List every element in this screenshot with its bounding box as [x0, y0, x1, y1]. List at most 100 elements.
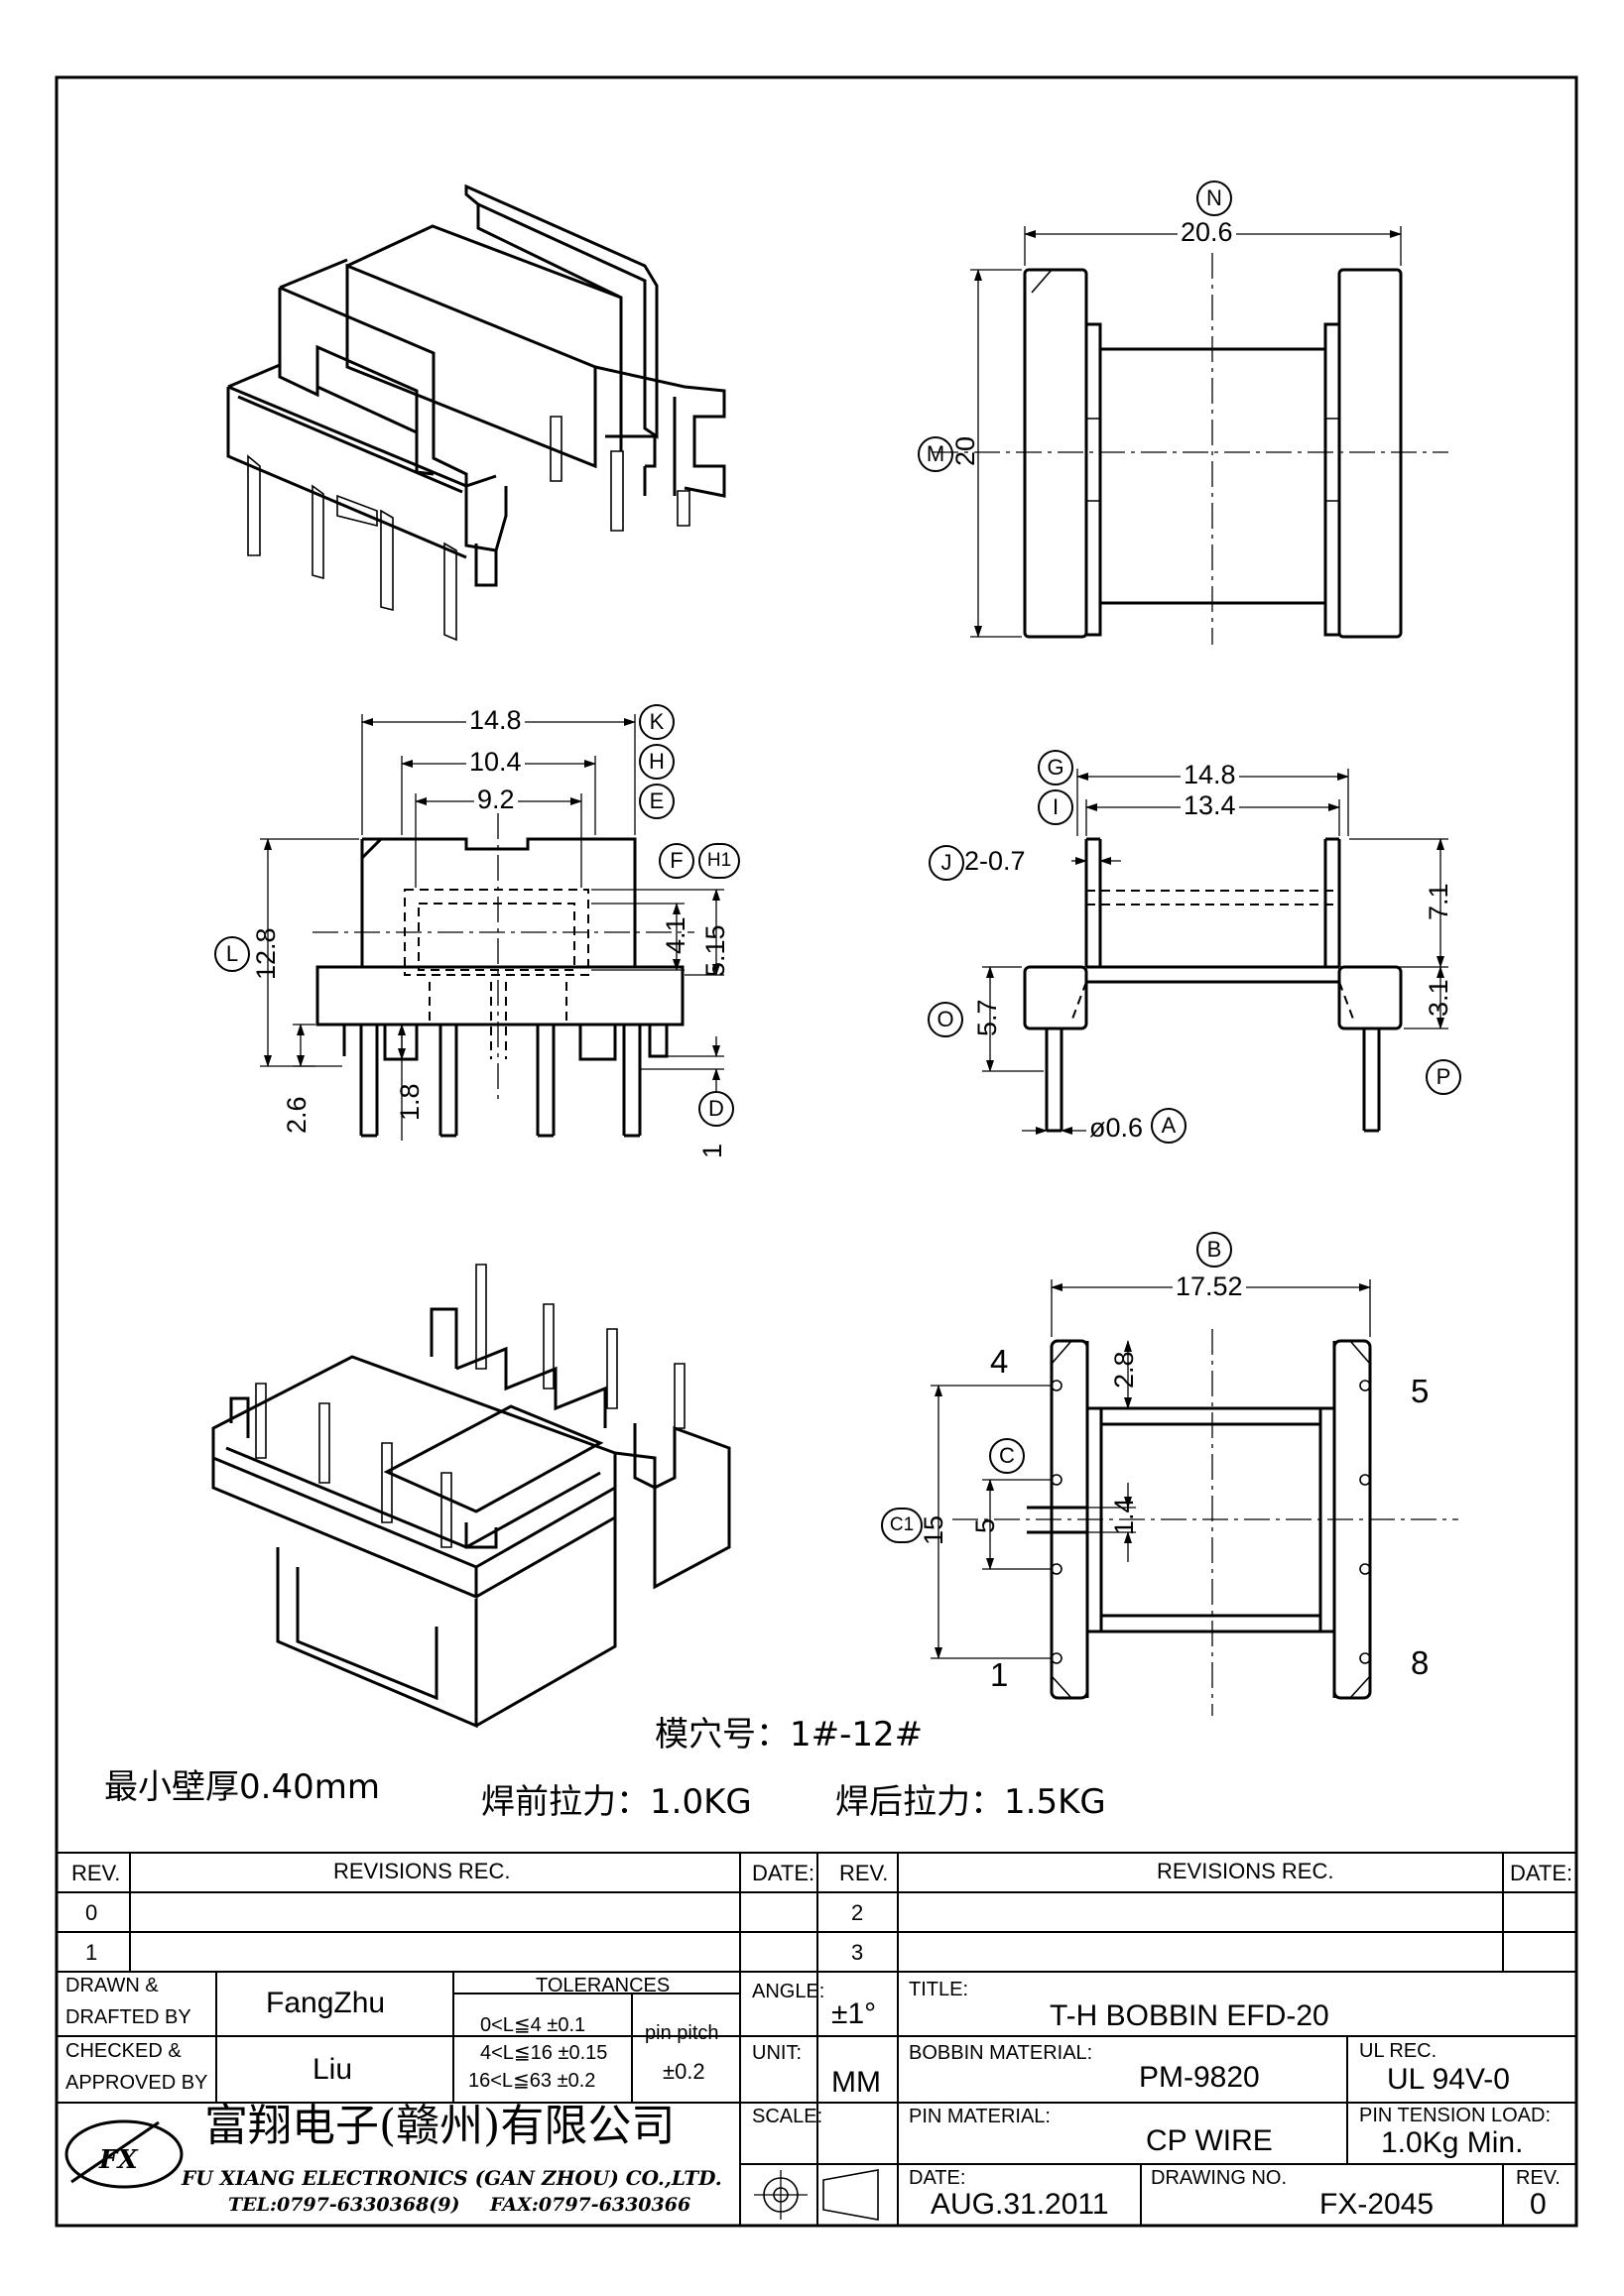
dim-i: 13.4 [1181, 792, 1239, 819]
rev-row-2: 2 [851, 1900, 864, 1925]
dim-e: 9.2 [474, 786, 518, 813]
pin-tension-value: 1.0Kg Min. [1381, 2126, 1524, 2159]
checked-by-value: Liu [312, 2053, 353, 2086]
dim-c1: 15 [919, 1514, 948, 1545]
pin-number-8: 8 [1411, 1644, 1430, 1681]
rev-row-1: 1 [85, 1940, 98, 1965]
bottom-view [931, 1279, 1458, 1716]
title-label: TITLE: [909, 1979, 969, 2000]
rev-row-0: 0 [85, 1900, 98, 1925]
company-logo: FX [64, 2119, 184, 2189]
front-view-top [933, 226, 1448, 645]
dim-p: 3.1 [1424, 979, 1453, 1017]
rev-header-left: REV. [71, 1861, 121, 1885]
drafted-label: DRAFTED BY [65, 2006, 191, 2028]
balloon-l: L [214, 936, 250, 972]
date-header-left: DATE: [752, 1861, 815, 1885]
balloon-c1: C1 [881, 1508, 923, 1543]
balloon-a: A [1151, 1108, 1187, 1144]
dim-h: 10.4 [466, 749, 525, 776]
pin-pitch-value: ±0.2 [663, 2059, 705, 2084]
date-value: AUG.31.2011 [931, 2188, 1109, 2221]
pull-after-note: 焊后拉力：1.5KG [835, 1782, 1106, 1822]
angle-value: ±1° [831, 1997, 877, 2030]
cavity-note: 模穴号：1#-12# [655, 1715, 924, 1754]
balloon-j: J [929, 845, 964, 881]
dim-pin-gap: 1.8 [395, 1083, 425, 1121]
angle-label: ANGLE: [752, 1981, 825, 2002]
pin-number-4: 4 [990, 1343, 1009, 1380]
dim-h1: 5.15 [700, 924, 730, 977]
dim-n: 20.6 [1178, 219, 1236, 246]
rev-header-right: REV. [839, 1861, 889, 1885]
side-view-right [982, 769, 1448, 1135]
dim-pin-len: 2.6 [282, 1096, 312, 1134]
bobbin-material-label: BOBBIN MATERIAL: [909, 2042, 1093, 2064]
ul-rec-label: UL REC. [1359, 2040, 1437, 2062]
company-name-en: FU XIANG ELECTRONICS (GAN ZHOU) CO.,LTD. [182, 2166, 722, 2190]
rev-value: 0 [1530, 2188, 1547, 2221]
company-fax: FAX:0797-6330366 [490, 2194, 691, 2216]
balloon-i: I [1038, 789, 1073, 825]
rev-label: REV. [1516, 2167, 1561, 2189]
drawn-by-value: FangZhu [266, 1987, 386, 2019]
company-name-cn: 富翔电子(赣州)有限公司 [204, 2101, 676, 2151]
balloon-p: P [1426, 1059, 1461, 1095]
dim-slot: 1.4 [1109, 1498, 1139, 1535]
pin-tension-label: PIN TENSION LOAD: [1359, 2105, 1552, 2126]
tolerance-row-2: 4<L≦16 ±0.15 [480, 2042, 608, 2064]
balloon-f: F [659, 843, 694, 879]
balloon-g: G [1038, 750, 1073, 785]
drawing-no-label: DRAWING NO. [1151, 2167, 1288, 2189]
svg-text:FX: FX [98, 2145, 139, 2175]
drawing-no-value: FX-2045 [1319, 2188, 1435, 2221]
dim-o: 5.7 [972, 999, 1002, 1036]
dim-d: 1 [697, 1143, 727, 1158]
balloon-h1: H1 [698, 843, 740, 879]
drawn-label: DRAWN & [65, 1975, 159, 1996]
checked-label: CHECKED & [65, 2040, 182, 2062]
balloon-m: M [918, 436, 953, 472]
date-label: DATE: [909, 2167, 966, 2189]
balloon-h: H [639, 744, 675, 780]
company-tel: TEL:0797-6330368(9) [228, 2194, 460, 2216]
balloon-n: N [1196, 181, 1232, 216]
isometric-view-top [226, 183, 726, 642]
dim-g: 14.8 [1181, 762, 1239, 788]
tolerances-label: TOLERANCES [536, 1975, 671, 1996]
dim-gap: 2.8 [1109, 1351, 1139, 1389]
tolerance-row-1: 0<L≦4 ±0.1 [480, 2014, 586, 2036]
title-block-frame [57, 1852, 1576, 2226]
balloon-e: E [639, 784, 675, 819]
pin-material-label: PIN MATERIAL: [909, 2106, 1051, 2127]
side-view-left [260, 714, 724, 1141]
revisions-header-left: REVISIONS REC. [333, 1859, 511, 1883]
pull-before-note: 焊前拉力：1.0KG [481, 1782, 752, 1822]
dim-m: 20 [950, 435, 980, 466]
balloon-k: K [639, 704, 675, 740]
dim-j: 2-0.7 [964, 846, 1026, 876]
min-wall-note: 最小壁厚0.40mm [104, 1767, 380, 1807]
tolerance-row-3: 16<L≦63 ±0.2 [468, 2070, 596, 2092]
projection-symbol [754, 2169, 879, 2221]
dim-a: ø0.6 [1089, 1113, 1144, 1143]
pin-number-5: 5 [1411, 1373, 1430, 1409]
dim-f: 4.1 [661, 916, 690, 954]
balloon-b: B [1196, 1232, 1232, 1268]
dim-p-upper: 7.1 [1424, 883, 1453, 920]
scale-label: SCALE: [752, 2106, 823, 2127]
bobbin-material-value: PM-9820 [1139, 2061, 1260, 2094]
isometric-view-bottom [211, 1264, 731, 1729]
rev-row-3: 3 [851, 1940, 864, 1965]
date-header-right: DATE: [1510, 1861, 1573, 1885]
balloon-d: D [698, 1091, 734, 1127]
dim-l: 12.8 [251, 927, 281, 980]
balloon-c: C [989, 1438, 1025, 1474]
pin-pitch-label: pin pitch [645, 2022, 719, 2044]
revisions-header-right: REVISIONS REC. [1157, 1859, 1334, 1883]
unit-value: MM [831, 2066, 881, 2099]
balloon-o: O [928, 1002, 963, 1037]
dim-c: 5 [970, 1517, 1000, 1533]
dim-k: 14.8 [466, 707, 525, 734]
